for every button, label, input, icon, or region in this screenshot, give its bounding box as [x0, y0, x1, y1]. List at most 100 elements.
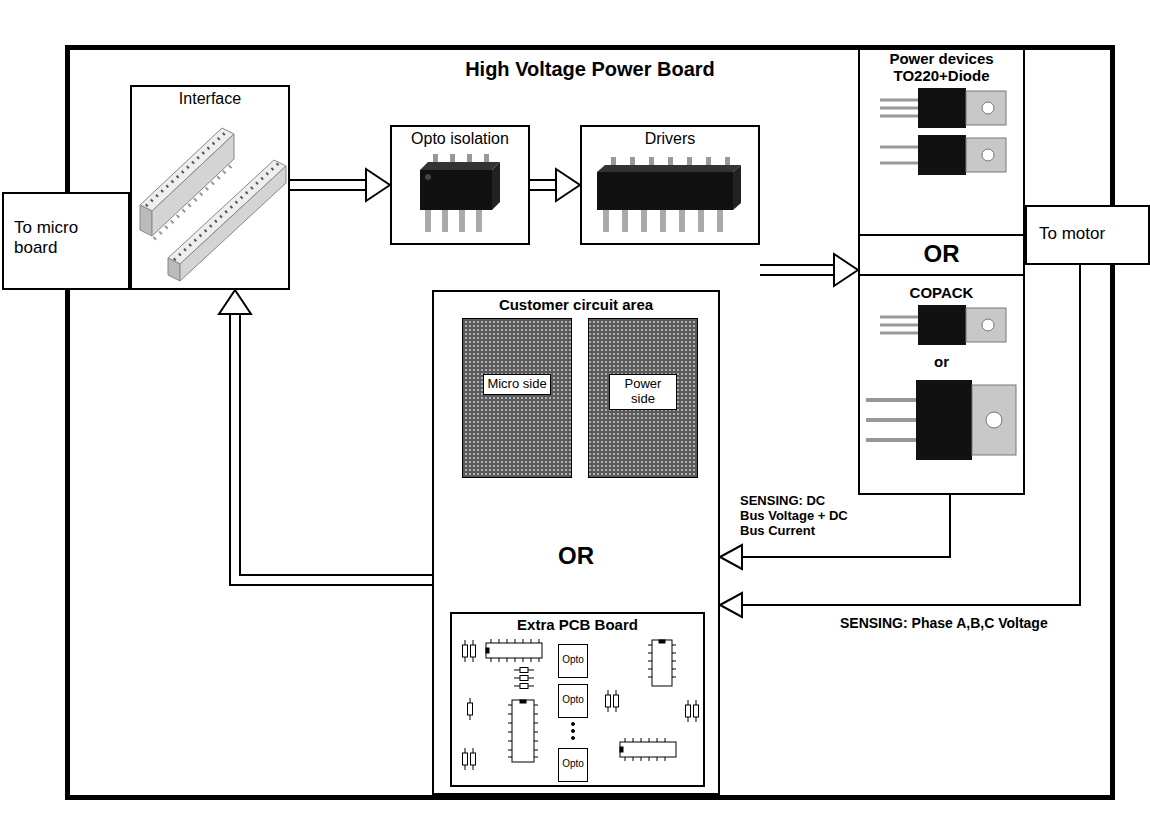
drawing-part: [972, 385, 1016, 455]
drawing-part: [486, 643, 542, 658]
drawing-part: [717, 210, 723, 232]
drawing-part: [687, 157, 692, 165]
node-label: or: [860, 353, 1023, 370]
arrow-head: [219, 290, 251, 314]
drawing-part: [420, 170, 492, 210]
band-divider: [858, 274, 1025, 276]
drawing-part: [471, 753, 476, 765]
drawing-part: [614, 695, 619, 707]
drawing-part: [459, 210, 465, 232]
drawing-part: [606, 695, 611, 707]
drawing-part: [597, 172, 733, 210]
perfboard: Micro side: [462, 318, 572, 478]
component-panel: Power devices TO220+DiodeOR COPACK or: [858, 45, 1025, 495]
drawing-part: [463, 645, 468, 657]
drawing-part: [168, 258, 180, 281]
drawing-part: [420, 162, 500, 170]
drawing-part: [649, 157, 654, 165]
drawing-part: [572, 723, 575, 726]
connector-box: To micro board: [2, 192, 130, 290]
node-label: Power devices TO220+Diode: [860, 50, 1023, 85]
drawing-part: [622, 210, 628, 232]
connector-arrow: [720, 265, 1080, 617]
drawing-part: [668, 157, 673, 165]
drawing-part: [630, 157, 635, 165]
opto-chip: Opto: [558, 644, 588, 678]
drawing-part: [168, 160, 286, 264]
block-box: Opto isolation: [390, 125, 530, 245]
drawing-part: [140, 205, 152, 236]
drawing-part: [442, 210, 448, 232]
drawing-part: [146, 132, 226, 206]
node-label: OR: [860, 240, 1023, 268]
connector-arrow: [290, 169, 390, 201]
drawing-part: [986, 412, 1002, 428]
drawing-part: [648, 645, 676, 677]
drawing-part: [476, 210, 482, 232]
drawing-part: [520, 684, 528, 689]
block-box: Interface: [130, 85, 290, 290]
drawing-part: [597, 165, 741, 172]
connector-arrow: [219, 290, 432, 580]
drawing-part: [520, 676, 528, 681]
node-label: To micro board: [14, 218, 109, 257]
drawing-part: [484, 154, 489, 162]
arrow-shaft: [530, 181, 557, 189]
drawing-part: [866, 400, 916, 440]
diode-package: [880, 135, 1006, 175]
drawing-part: [659, 640, 665, 643]
arrow-head: [834, 254, 858, 286]
board-label: Power side: [609, 374, 677, 410]
drawing-part: [512, 700, 534, 762]
connector-arrow: [760, 254, 858, 286]
drawing-part: [652, 640, 672, 686]
board-label: Micro side: [483, 374, 551, 395]
drawing-part: [520, 700, 526, 703]
band-divider: [858, 234, 1025, 236]
drawing-part: [620, 747, 623, 752]
drawing-part: [174, 162, 280, 260]
dip8-chip: [420, 154, 500, 232]
node-label: COPACK: [860, 284, 1023, 301]
arrow-shaft: [290, 181, 367, 189]
board-outline: InterfaceOpto isolation Drivers Power devi…: [65, 45, 1115, 800]
drawing-part: [486, 648, 489, 653]
drawing-part: [425, 174, 431, 180]
drawing-part: [686, 705, 691, 717]
arrow-shaft: [235, 313, 432, 580]
arrow-shaft: [530, 179, 557, 191]
drawing-part: [520, 668, 528, 673]
arrow-shaft: [235, 313, 432, 580]
to220-package: [880, 88, 1006, 128]
drawing-part: [492, 162, 500, 210]
node-label: Drivers: [582, 130, 758, 148]
drawing-part: [620, 742, 676, 757]
arrow-shaft: [290, 179, 367, 191]
node-label: To motor: [1039, 224, 1139, 244]
arrow-shaft: [741, 265, 1080, 605]
drawing-part: [572, 737, 575, 740]
drawing-part: [660, 210, 666, 232]
drawing-part: [698, 210, 704, 232]
drawing-part: [450, 154, 455, 162]
node-label: Interface: [132, 90, 288, 108]
arrow-shaft: [741, 495, 950, 557]
perfboard-texture: [462, 318, 572, 478]
drawing-part: [468, 703, 473, 715]
drawing-part: [433, 154, 438, 162]
drawing-part: [467, 154, 472, 162]
to247-package: [866, 380, 1016, 460]
drawing-part: [611, 157, 616, 165]
node-label: High Voltage Power Board: [70, 58, 1110, 81]
drawing-part: [679, 210, 685, 232]
node-label: Opto: [559, 654, 587, 666]
perfboard-texture: [588, 318, 698, 478]
pcb-board: OptoOptoOptoExtra PCB Board: [450, 612, 705, 787]
arrow-shaft: [760, 264, 835, 276]
node-label: Customer circuit area: [434, 296, 718, 313]
drawing-part: [508, 705, 538, 757]
drawing-part: [572, 730, 575, 733]
arrow-shaft: [760, 266, 835, 274]
drawing-part: [463, 753, 468, 765]
connector-arrow: [720, 495, 950, 569]
